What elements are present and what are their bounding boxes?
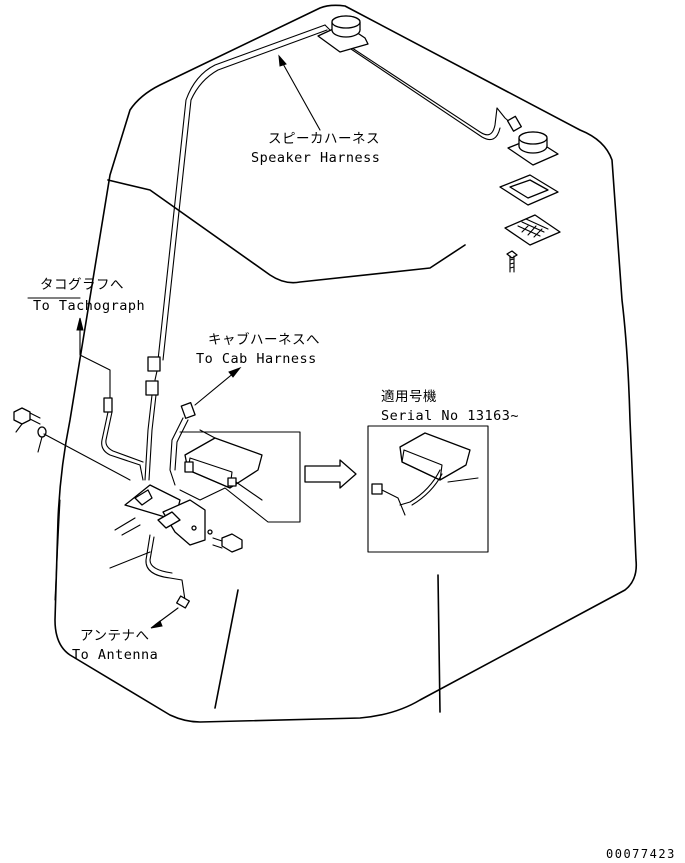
right-bolt — [212, 533, 243, 553]
serial-jp-label: 適用号機 — [381, 388, 437, 405]
speaker-screw — [506, 250, 518, 273]
tachograph-en-label: To Tachograph — [33, 298, 145, 314]
antenna-en-label: To Antenna — [72, 647, 158, 663]
speaker-gasket — [499, 174, 559, 206]
drawing-number: 00077423 — [606, 847, 676, 861]
antenna-jp-label: アンテナへ — [80, 628, 149, 644]
serial-en-label: Serial No 13163~ — [381, 408, 519, 424]
radio-unit — [184, 429, 263, 501]
cab-harness-en-label: To Cab Harness — [196, 351, 317, 367]
speaker-assembly — [507, 131, 559, 166]
cab-harness-lead — [169, 366, 242, 486]
tachograph-lead — [76, 317, 144, 481]
speaker-connector — [506, 115, 522, 132]
harness-connectors — [144, 356, 161, 481]
cab-harness-jp-label: キャブハーネスへ — [208, 331, 320, 348]
serial-detail-box — [367, 425, 489, 553]
cab-body-outline — [54, 4, 638, 723]
top-speaker — [317, 15, 369, 53]
speaker-harness-leader — [278, 54, 321, 131]
tachograph-jp-label: タコグラフへ — [40, 277, 124, 293]
speaker-grille — [504, 214, 561, 246]
bracket-assembly — [114, 484, 213, 546]
radio-detail-frame — [179, 431, 301, 523]
left-bolt — [13, 407, 131, 481]
detail-arrow — [304, 459, 357, 489]
speaker-harness-jp-label: スピーカハーネス — [268, 131, 380, 147]
antenna-lead — [109, 534, 190, 629]
speaker-harness — [157, 24, 522, 361]
speaker-harness-en-label: Speaker Harness — [251, 150, 380, 166]
